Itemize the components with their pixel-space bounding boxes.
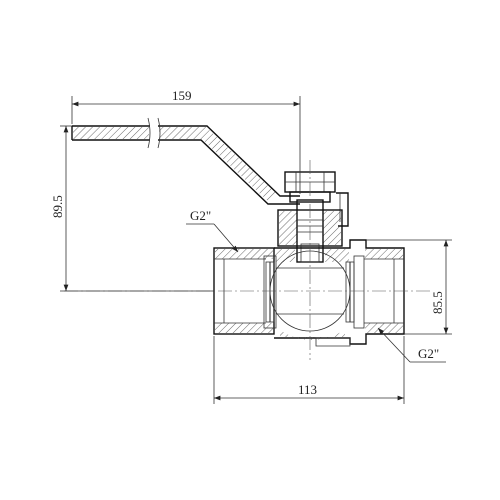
thread-label-top: G2" [190,208,211,223]
valve-body [213,239,405,347]
dim-body-length-label: 113 [298,382,317,397]
dim-body-height: 85.5 [366,239,452,335]
dim-body-height-label: 85.5 [430,291,445,314]
dim-body-length: 113 [213,336,405,404]
dim-handle-length-label: 159 [172,88,192,103]
thread-callout-top: G2" [186,208,239,253]
thread-label-bottom: G2" [418,346,439,361]
handle-lever [71,117,300,205]
dim-handle-height: 89.5 [50,125,214,292]
dim-handle-height-label: 89.5 [50,195,65,218]
dim-handle-length: 159 [71,88,301,194]
thread-callout-bottom: G2" [377,327,446,363]
